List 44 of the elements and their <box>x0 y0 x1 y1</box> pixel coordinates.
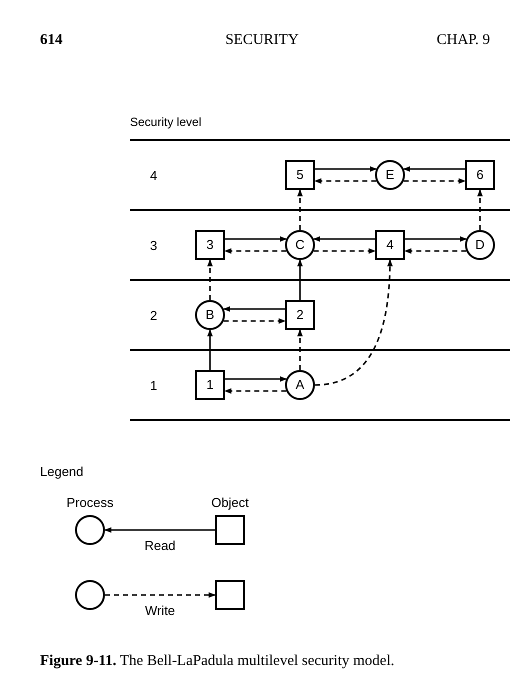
dashed-arrow <box>297 329 303 370</box>
object-box: 1 <box>195 370 225 400</box>
dashed-arrow <box>404 178 466 184</box>
dashed-arrow <box>207 259 213 300</box>
object-box: 5 <box>285 160 315 190</box>
dashed-arrow <box>224 388 286 394</box>
dashed-arrow <box>224 248 286 254</box>
level-number: 4 <box>150 167 158 185</box>
level-number: 2 <box>150 307 158 325</box>
dashed-arrow <box>477 189 483 230</box>
dashed-arrow <box>297 189 303 230</box>
page-header: 614 <box>40 31 62 50</box>
arrow <box>315 166 377 172</box>
node-label: Object <box>211 494 249 512</box>
dashed-arrow <box>224 318 286 324</box>
object-box: 4 <box>375 230 405 260</box>
arrow <box>225 236 287 242</box>
arrow <box>297 259 303 300</box>
level-number: 3 <box>150 237 158 255</box>
arrow <box>313 236 375 242</box>
arrow <box>207 329 213 370</box>
object-box: 6 <box>465 160 495 190</box>
object-box <box>215 580 245 610</box>
arrow <box>104 527 215 533</box>
arrow <box>403 166 465 172</box>
heading: Legend <box>40 463 84 481</box>
object-box: 3 <box>195 230 225 260</box>
arrow <box>225 376 287 382</box>
page-header: CHAP. 9 <box>436 31 490 50</box>
level-number: 1 <box>150 377 158 395</box>
object-box: 2 <box>285 300 315 330</box>
page-header: SECURITY <box>225 31 299 50</box>
dashed-arrow <box>105 592 216 598</box>
node-label: Process <box>66 494 114 512</box>
edge-label: Read <box>144 538 176 554</box>
dashed-arrow <box>314 178 376 184</box>
arrow <box>405 236 467 242</box>
edge-label: Write <box>144 603 176 619</box>
figure-caption: Figure 9-11. The Bell-LaPadula multilevel security model. <box>40 652 394 671</box>
arrow <box>223 306 285 312</box>
dashed-arrow <box>314 259 393 386</box>
dashed-arrow <box>404 248 466 254</box>
dashed-arrow <box>314 248 376 254</box>
heading: Security level <box>130 114 202 131</box>
